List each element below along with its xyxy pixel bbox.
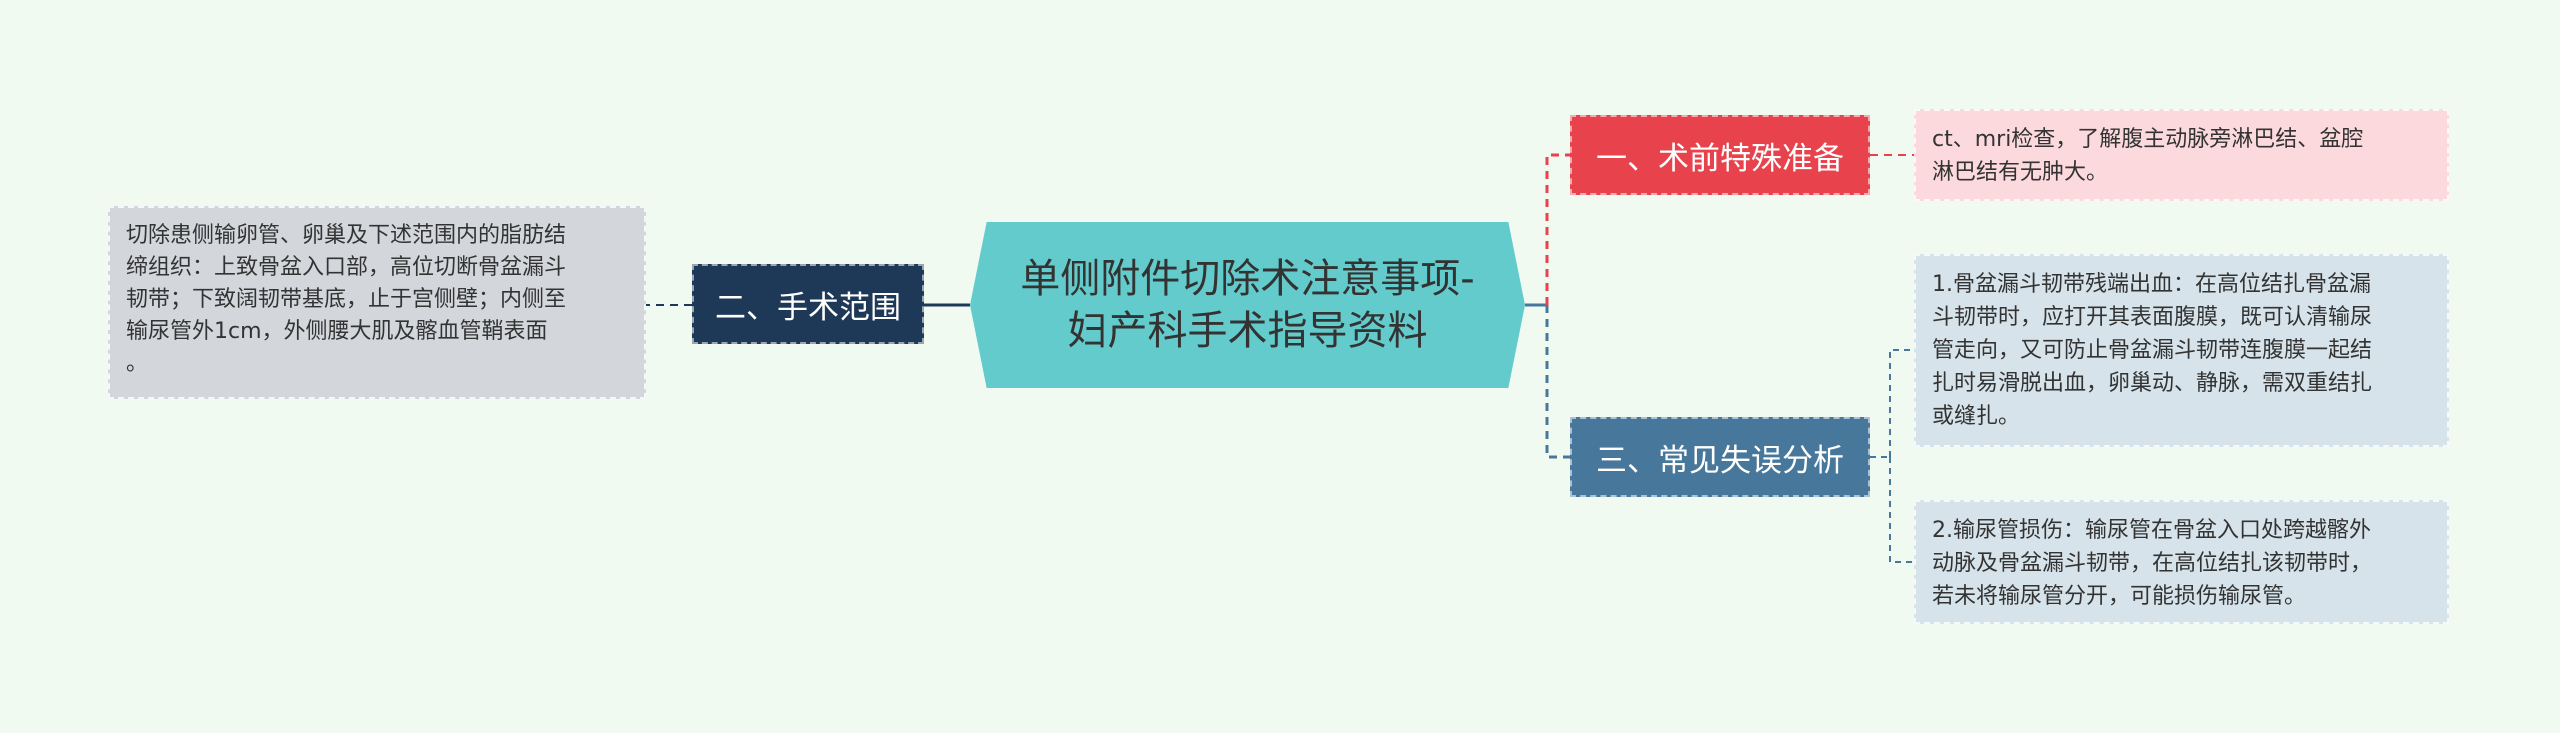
connector-branch-3-leaf-3 — [1889, 349, 1914, 457]
branch-label: 一、术前特殊准备 — [1596, 140, 1844, 177]
leaf-preoperative-imaging[interactable]: ct、mri检查，了解腹主动脉旁淋巴结、盆腔 淋巴结有无肿大。 — [1914, 109, 2449, 201]
branch-label: 二、手术范围 — [715, 289, 901, 326]
leaf-ligament-bleeding[interactable]: 1.骨盆漏斗韧带残端出血：在高位结扎骨盆漏 斗韧带时，应打开其表面腹膜，既可认清… — [1914, 254, 2449, 447]
branch-surgical-scope[interactable]: 二、手术范围 — [692, 264, 924, 344]
connector-branch-3-leaf-4 — [1889, 457, 1914, 563]
branch-common-errors[interactable]: 三、常见失误分析 — [1570, 417, 1870, 497]
leaf-resection-range[interactable]: 切除患侧输卵管、卵巢及下述范围内的脂肪结 缔组织：上致骨盆入口部，高位切断骨盆漏… — [108, 206, 646, 399]
branch-preoperative-preparation[interactable]: 一、术前特殊准备 — [1570, 115, 1870, 195]
branch-label: 三、常见失误分析 — [1596, 442, 1844, 479]
leaf-ureter-injury[interactable]: 2.输尿管损伤：输尿管在骨盆入口处跨越髂外 动脉及骨盆漏斗韧带，在高位结扎该韧带… — [1914, 500, 2449, 624]
connector-center-branch-1 — [1545, 153, 1570, 305]
central-topic[interactable]: 单侧附件切除术注意事项- 妇产科手术指导资料 — [970, 222, 1525, 388]
connector-center-branch-3 — [1545, 305, 1570, 459]
